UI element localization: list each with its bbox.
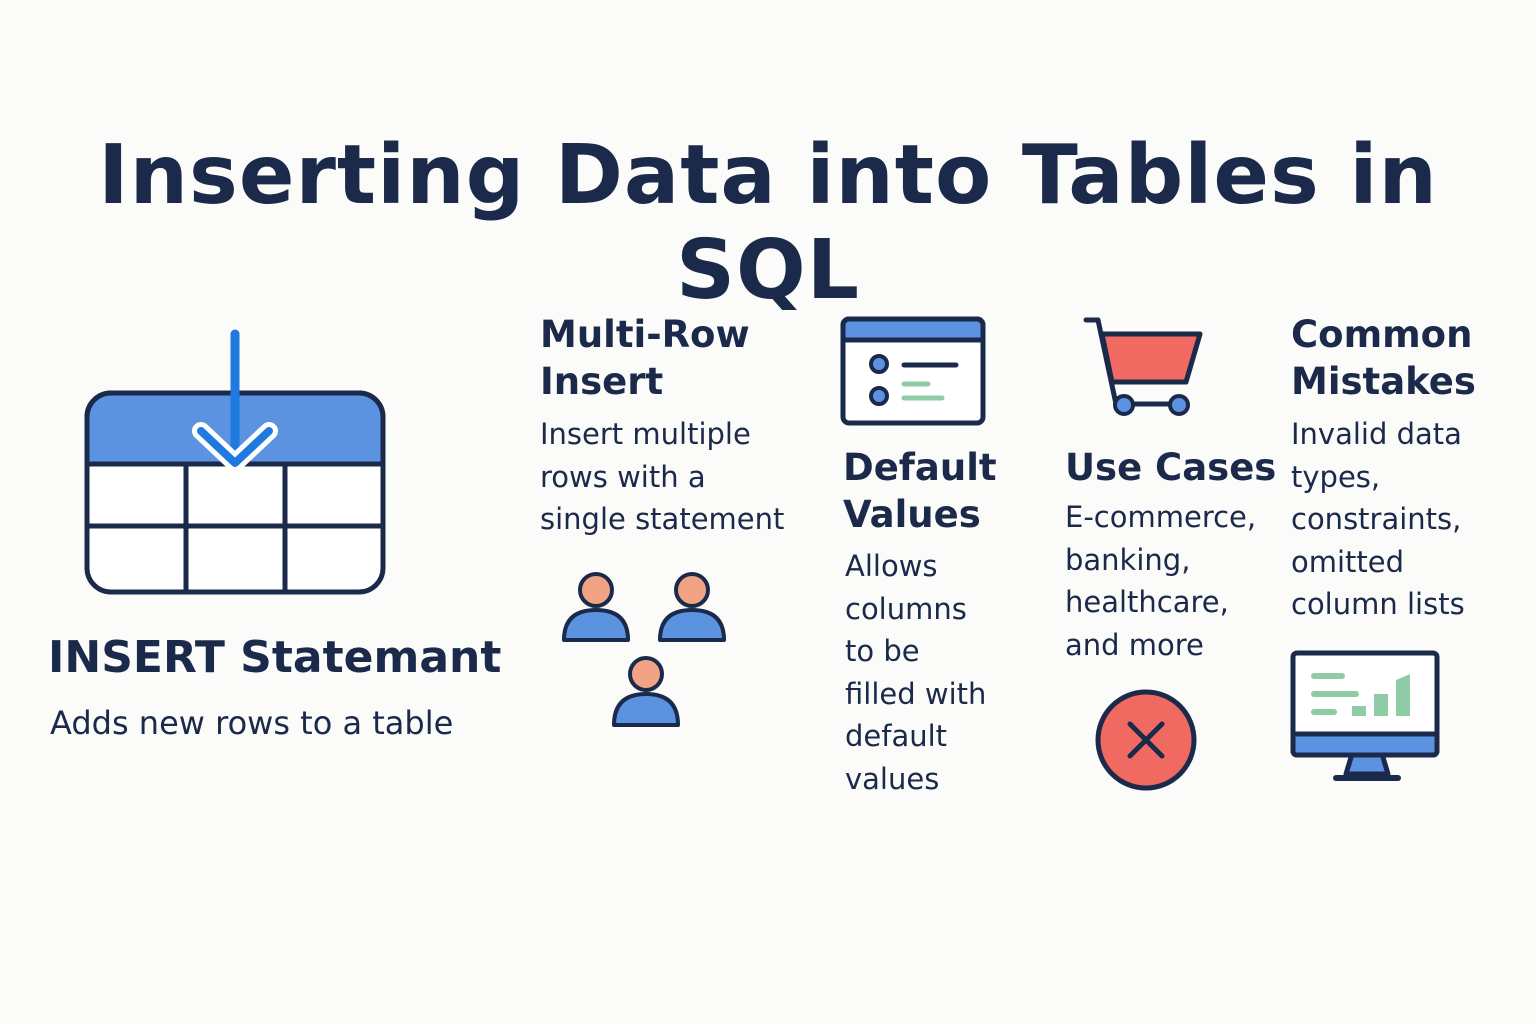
users-icon bbox=[562, 572, 726, 727]
use-cases-heading: Use Cases bbox=[1065, 446, 1277, 489]
shopping-cart-icon bbox=[1083, 317, 1203, 416]
insert-heading: INSERT Statemant bbox=[48, 632, 502, 683]
page-title: Inserting Data into Tables in SQL bbox=[98, 128, 1438, 318]
form-window-icon bbox=[840, 316, 986, 426]
common-mistakes-description: Invalid data types, constraints, omitted… bbox=[1291, 417, 1465, 621]
common-mistakes-heading: Common Mistakes bbox=[1291, 313, 1476, 403]
default-values-description: Allows columns to be filled with default… bbox=[845, 549, 987, 796]
insert-description: Adds new rows to a table bbox=[50, 704, 454, 742]
use-cases-description: E-commerce, banking, healthcare, and mor… bbox=[1065, 500, 1257, 662]
error-x-icon bbox=[1095, 689, 1197, 791]
multi-row-heading: Multi-Row Insert bbox=[540, 313, 750, 403]
table-insert-icon bbox=[84, 329, 386, 595]
multi-row-description: Insert multiple rows with a single state… bbox=[540, 417, 785, 536]
default-values-heading: Default Values bbox=[843, 446, 997, 536]
monitor-chart-icon bbox=[1290, 650, 1440, 781]
